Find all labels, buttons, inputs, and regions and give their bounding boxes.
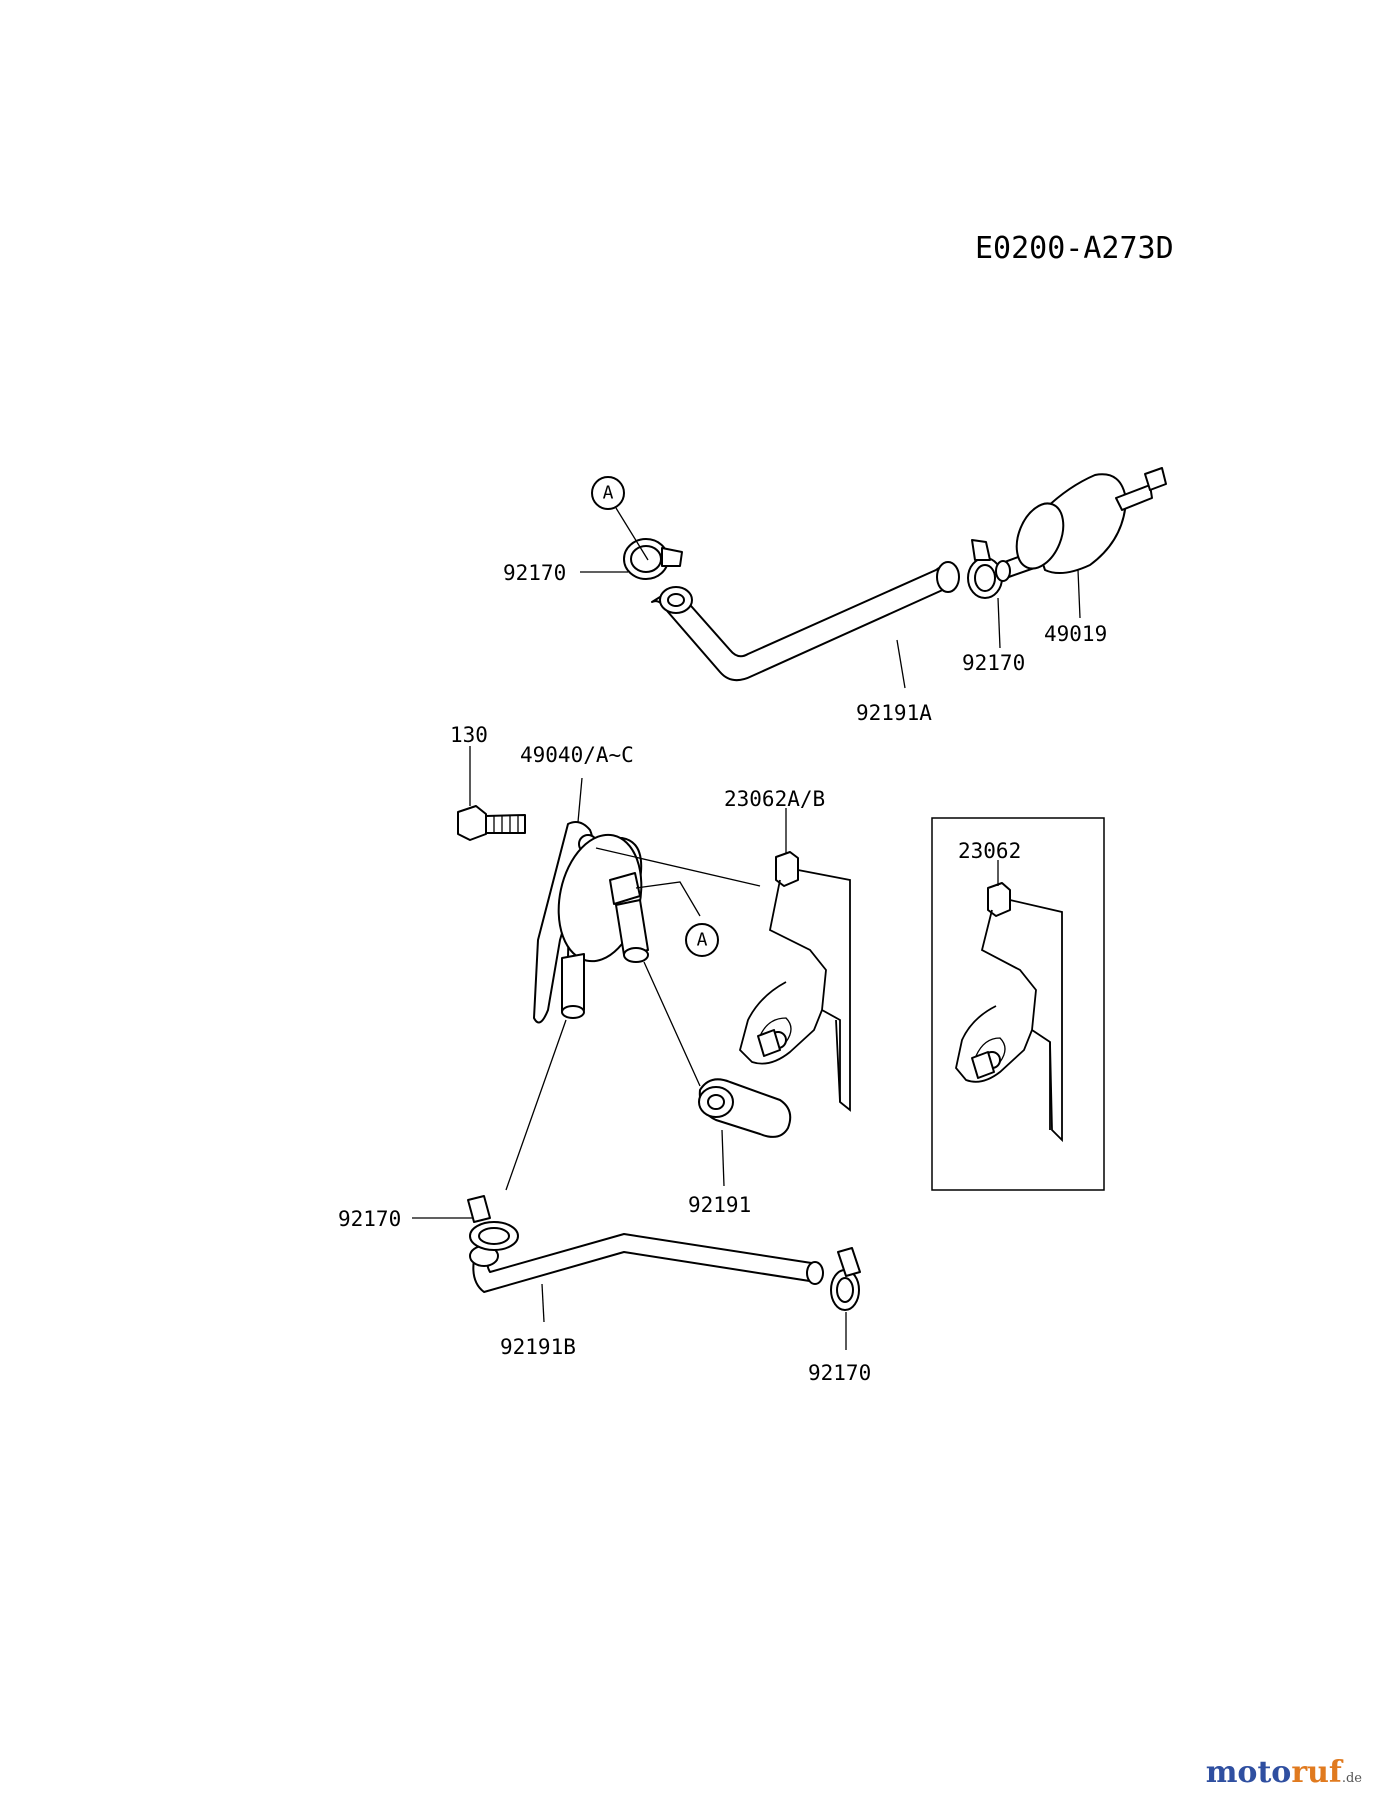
clamp-bottom-left: [467, 1195, 519, 1251]
fuel-filter-49019: [995, 467, 1167, 582]
label-49040: 49040/A~C: [520, 743, 634, 767]
clamp-top-right: [967, 539, 1003, 599]
clamp-bottom-right: [830, 1247, 861, 1311]
clamp-top-left: [623, 538, 683, 580]
hose-92191a: [651, 561, 960, 682]
label-92170-top-right: 92170: [962, 651, 1025, 675]
bolt-130: [457, 805, 526, 841]
inset-box: [931, 817, 1105, 1191]
fuel-pump-49040: [533, 821, 649, 1024]
label-130: 130: [450, 723, 488, 747]
hose-92191b: [469, 1233, 824, 1293]
diagram-code: E0200-A273D: [975, 231, 1174, 266]
label-23062-inset: 23062: [958, 839, 1021, 863]
watermark-logo: motoruf.de: [1205, 1755, 1362, 1790]
svg-text:A: A: [603, 483, 614, 504]
label-49019: 49019: [1044, 622, 1107, 646]
label-23062ab: 23062A/B: [724, 787, 825, 811]
ref-mark-a-top: A: [591, 476, 649, 561]
svg-text:A: A: [697, 930, 708, 951]
hose-92191: [643, 961, 792, 1138]
label-92170-bottom-right: 92170: [808, 1361, 871, 1385]
label-92191b: 92191B: [500, 1335, 576, 1359]
label-92191: 92191: [688, 1193, 751, 1217]
ref-mark-a-pump: A: [635, 881, 719, 957]
label-92170-top-left: 92170: [503, 561, 566, 585]
bracket-23062ab: [738, 851, 851, 1112]
label-92170-bottom-left: 92170: [338, 1207, 401, 1231]
label-92191a: 92191A: [856, 701, 932, 725]
